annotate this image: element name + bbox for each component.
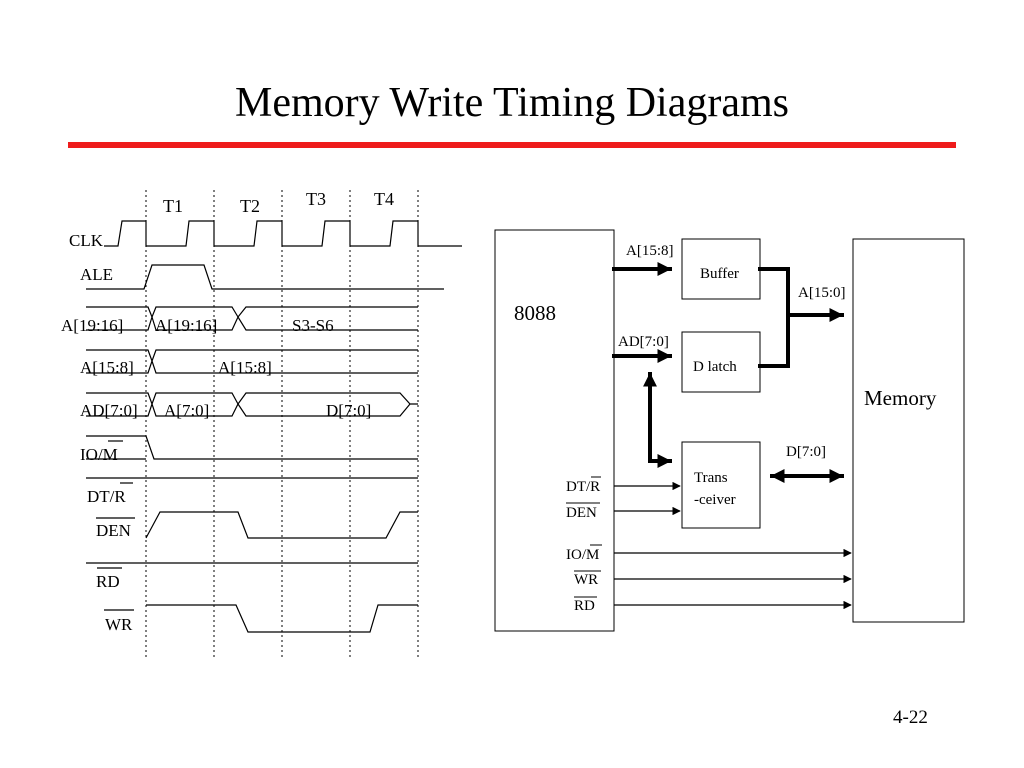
t-state-label: T2	[240, 196, 260, 216]
bus-value-a19-16-addr: A[19:16]	[155, 316, 217, 335]
d-latch-label: D latch	[693, 359, 737, 375]
transceiver-label-line1: Trans	[694, 470, 728, 486]
bus-value-a19-16-status: S3-S6	[292, 316, 334, 335]
cpu-8088-box	[494, 229, 615, 632]
thick-bus-lines	[612, 262, 844, 483]
t-state-label: T4	[374, 189, 394, 209]
ale-waveform	[86, 264, 444, 290]
bus-label-d7-0: D[7:0]	[786, 444, 826, 460]
t-state-label: T3	[306, 189, 326, 209]
signal-label-ad7-0: AD[7:0]	[80, 401, 138, 420]
buffer-box	[681, 238, 761, 300]
signal-label-a19-16: A[19:16]	[61, 316, 123, 335]
signal-label-ale: ALE	[80, 265, 113, 284]
memory-label: Memory	[864, 386, 937, 410]
control-overbars	[566, 476, 602, 598]
title-rule	[68, 142, 956, 148]
a15-8-bus	[86, 349, 418, 374]
bus-value-ad7-0-addr: A[7:0]	[164, 401, 209, 420]
den-waveform	[145, 511, 418, 539]
slide-number: 4-22	[893, 707, 928, 728]
d-latch-box	[681, 331, 761, 393]
bus-label-a15-0: A[15:0]	[798, 285, 846, 301]
bus-value-ad7-0-data: D[7:0]	[326, 401, 371, 420]
ad7-0-bus	[86, 392, 418, 417]
bus-label-ad7-0: AD[7:0]	[618, 334, 669, 350]
control-label-rd: RD	[574, 598, 595, 614]
signal-label-den: DEN	[96, 521, 131, 540]
clk-waveform	[104, 220, 462, 247]
bus-label-a15-8: A[15:8]	[626, 243, 674, 259]
transceiver-box	[681, 441, 761, 529]
page-title: Memory Write Timing Diagrams	[234, 80, 790, 126]
control-label-den: DEN	[566, 505, 597, 521]
signal-label-a15-8: A[15:8]	[80, 358, 134, 377]
control-lines	[614, 481, 852, 610]
wr-waveform	[146, 604, 418, 633]
io-m-waveform	[86, 435, 418, 460]
t-state-label: T1	[163, 196, 183, 216]
transceiver-label-line2: -ceiver	[694, 492, 736, 508]
control-label-dt-r: DT/R	[566, 479, 600, 495]
overbars	[96, 440, 135, 611]
timing-diagram: T1 T2 T3 T4 CLK ALE A[19:16] A[15:8] AD[…	[61, 189, 462, 658]
signal-label-clk: CLK	[69, 231, 104, 250]
signal-label-io-m: IO/M	[80, 445, 118, 464]
a19-16-bus	[86, 306, 418, 331]
signal-label-wr: WR	[105, 615, 133, 634]
signal-label-dt-r: DT/R	[87, 487, 126, 506]
block-diagram: 8088 Buffer D latch Trans -ceiver Memory	[494, 229, 965, 632]
control-label-io-m: IO/M	[566, 547, 599, 563]
signal-label-rd: RD	[96, 572, 120, 591]
t-state-boundaries	[145, 190, 419, 658]
bus-value-a15-8-addr: A[15:8]	[218, 358, 272, 377]
memory-box	[852, 238, 965, 623]
buffer-label: Buffer	[700, 266, 739, 282]
cpu-label: 8088	[514, 301, 556, 325]
control-label-wr: WR	[574, 572, 598, 588]
